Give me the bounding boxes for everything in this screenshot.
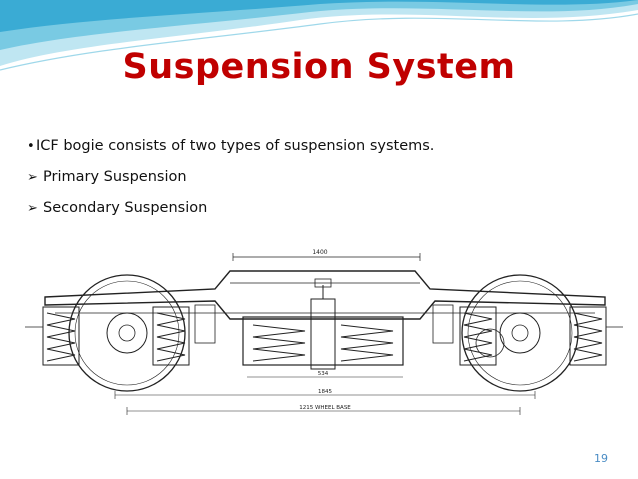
- decorative-wave-header: [0, 0, 638, 71]
- arrowhead-bullet-icon: ➢: [27, 170, 38, 185]
- bullet-text: ICF bogie consists of two types of suspe…: [36, 138, 435, 154]
- left-primary-spring: [42, 306, 190, 366]
- bullet-item: ➢ Primary Suspension: [27, 162, 434, 193]
- right-primary-spring: [459, 306, 607, 366]
- left-wheel: [68, 274, 186, 392]
- bogie-frame: [44, 270, 606, 320]
- dimension-label-wheel-base: 1215 WHEEL BASE: [299, 405, 351, 411]
- bullet-item: ➢ Secondary Suspension: [27, 193, 434, 224]
- secondary-suspension: [242, 278, 404, 370]
- dimension-label-overall: 1845: [318, 389, 332, 395]
- slide-title: Suspension System: [122, 47, 516, 87]
- bullet-list: •ICF bogie consists of two types of susp…: [27, 131, 434, 224]
- bullet-text: Secondary Suspension: [43, 200, 208, 216]
- bullet-dot-icon: •: [27, 139, 35, 154]
- bullet-text: Primary Suspension: [43, 169, 187, 185]
- page-number: 19: [594, 452, 608, 465]
- arrowhead-bullet-icon: ➢: [27, 201, 38, 216]
- bullet-item: •ICF bogie consists of two types of susp…: [27, 131, 434, 162]
- icf-bogie-drawing: 1400: [25, 249, 623, 415]
- dimension-label-top: 1400: [312, 249, 327, 256]
- dimension-label-center: 534: [318, 371, 329, 377]
- right-wheel: [461, 274, 579, 392]
